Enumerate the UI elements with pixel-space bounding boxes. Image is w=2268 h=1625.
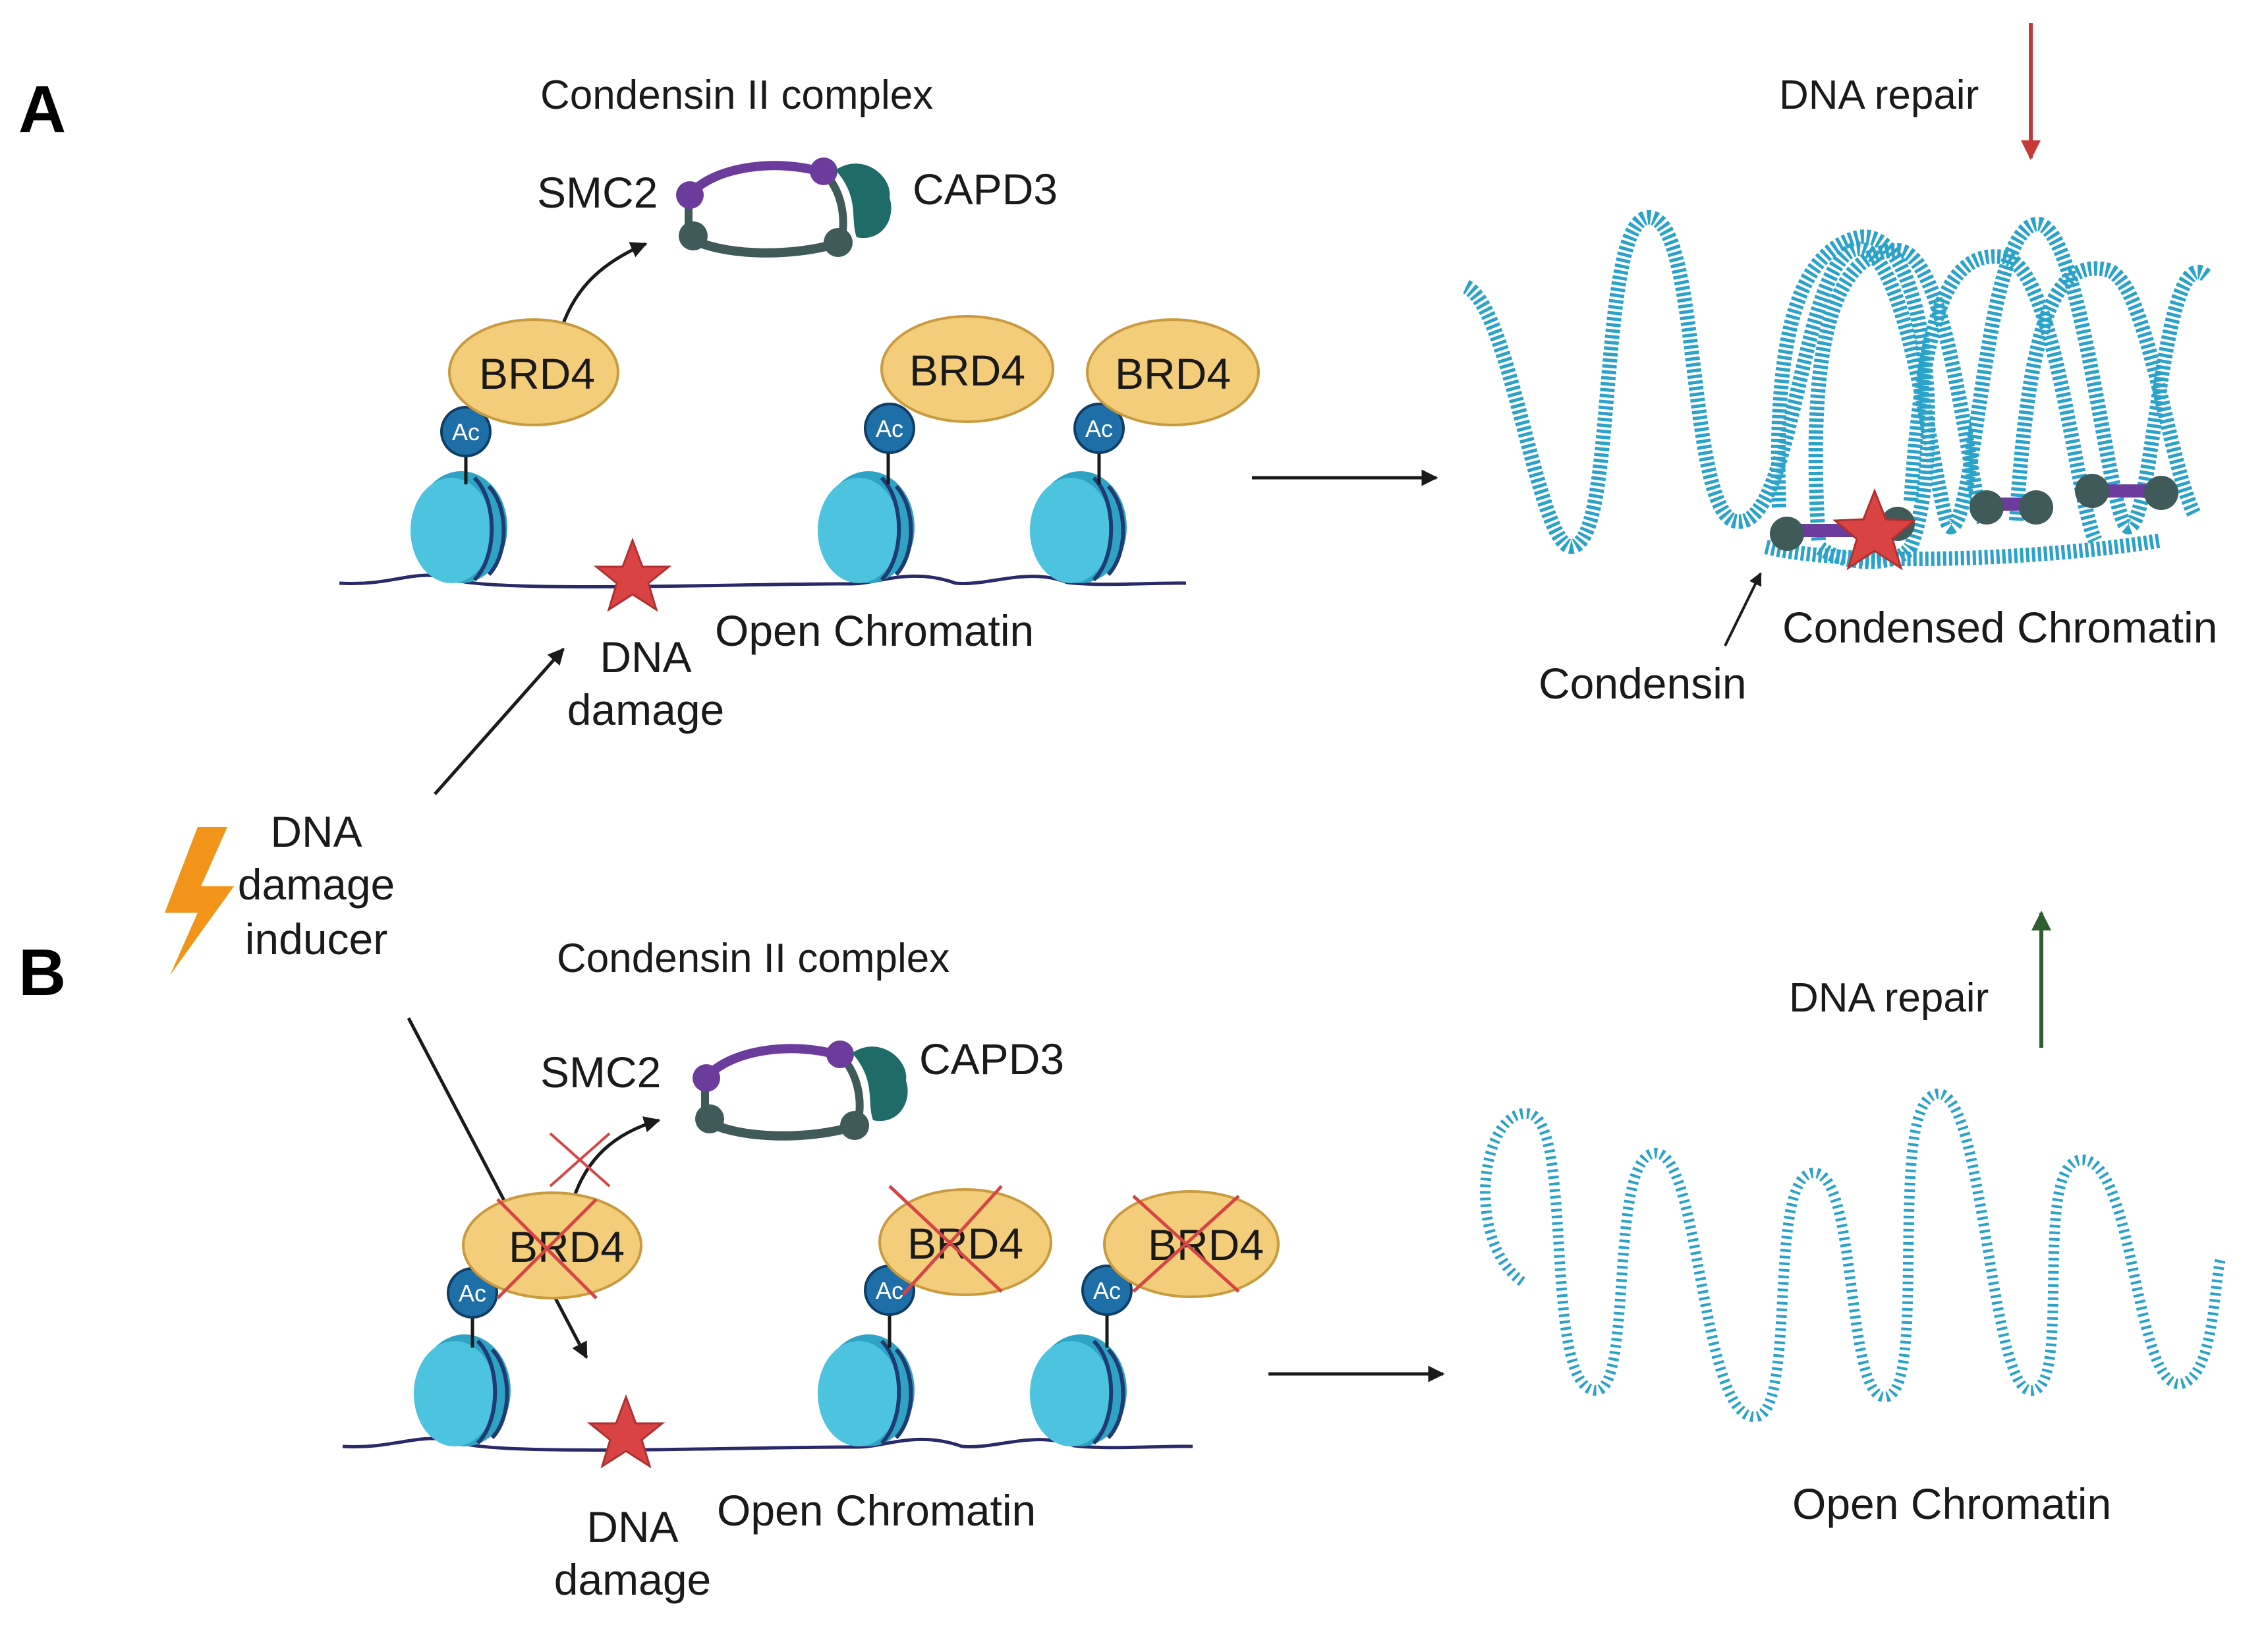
svg-text:BRD4: BRD4 [479, 349, 595, 398]
panel-b: B Condensin II complex SMC2 CAPD3 [18, 911, 2226, 1604]
inducer-line2: damage [238, 860, 395, 909]
damage-inducer: DNA damage inducer [165, 648, 588, 1359]
condensin-ring-lower [686, 233, 842, 258]
svg-text:Ac: Ac [876, 1277, 903, 1304]
inducer-arrow-a [434, 648, 565, 795]
svg-text:BRD4: BRD4 [909, 346, 1025, 395]
dna-damage-star [586, 1394, 666, 1469]
smc2-head [676, 181, 704, 209]
nucleosome-unit: Ac BRD4 [411, 318, 619, 583]
panel-b-dna-damage-line2: damage [554, 1555, 712, 1604]
panel-b-condensin-complex: SMC2 CAPD3 [540, 1035, 1064, 1141]
panel-a-capd3-label: CAPD3 [913, 165, 1058, 214]
brd4-protein [1086, 318, 1260, 426]
acetyl-group [440, 406, 492, 457]
panel-b-dna-damage-line1: DNA [586, 1502, 678, 1551]
panel-a: A Condensin II complex SMC2 CAPD3 [18, 23, 2217, 734]
panel-a-dna-damage-line2: damage [567, 685, 725, 734]
acetyl-group [1073, 403, 1125, 454]
nucleosome-unit: Ac BRD4 [818, 315, 1054, 583]
svg-text:Ac: Ac [876, 415, 903, 442]
panel-a-complex-title: Condensin II complex [540, 72, 933, 118]
panel-b-letter: B [18, 936, 66, 1010]
nucleosome-unit: Ac BRD4 [818, 1185, 1052, 1446]
nucleosome-unit: Ac BRD4 [1030, 318, 1260, 583]
panel-a-condensin-complex: SMC2 CAPD3 [537, 157, 1058, 258]
lightning-bolt-icon [165, 827, 234, 975]
svg-text:Ac: Ac [1093, 1277, 1121, 1304]
panel-b-complex-title: Condensin II complex [557, 936, 950, 981]
dna-damage-star [1832, 488, 1917, 571]
panel-a-condensed-chromatin: Condensed Chromatin [1782, 603, 2217, 652]
brd4-protein [1103, 1190, 1280, 1298]
svg-text:BRD4: BRD4 [1115, 349, 1231, 398]
condensin-pointer-arrow [1724, 572, 1762, 646]
smc2-arm [685, 161, 826, 200]
panel-b-open-chromatin: Open Chromatin [717, 1486, 1036, 1535]
panel-b-capd3-label: CAPD3 [919, 1035, 1064, 1083]
panel-a-smc2-label: SMC2 [537, 168, 658, 217]
open-chromatin-fiber [1480, 1089, 2226, 1422]
condensin-head [824, 228, 853, 257]
acetyl-group [1081, 1265, 1133, 1316]
condensin-ring [2075, 474, 2178, 510]
condensin-head [679, 221, 708, 250]
inducer-arrow-b [407, 1017, 588, 1359]
inducer-line3: inducer [245, 915, 387, 963]
brd4-protein [880, 315, 1054, 423]
svg-text:Ac: Ac [459, 1280, 486, 1307]
brd4-protein [448, 318, 619, 426]
blocked-recruitment-arrow [571, 1116, 661, 1200]
smc2-head [810, 157, 837, 185]
panel-a-dna-repair: DNA repair [1779, 72, 1979, 118]
condensin-ring [1970, 490, 2053, 525]
panel-a-dna-damage-line1: DNA [600, 633, 691, 681]
capd3-subunit [836, 163, 892, 239]
nucleosome-unit: Ac BRD4 [1030, 1190, 1280, 1446]
svg-text:Ac: Ac [1085, 415, 1113, 442]
svg-text:Ac: Ac [452, 418, 480, 445]
recruitment-arrow [558, 242, 648, 333]
capd3-subunit [852, 1046, 908, 1122]
panel-b-smc2-label: SMC2 [540, 1048, 661, 1097]
panel-b-open-chromatin-result: Open Chromatin [1792, 1479, 2111, 1528]
inhibited-x-icon [888, 1185, 1003, 1293]
panel-a-letter: A [18, 72, 66, 146]
inducer-line1: DNA [270, 807, 362, 856]
acetyl-group [864, 403, 915, 454]
nucleosome-unit: Ac BRD4 [414, 1191, 642, 1446]
panel-a-open-chromatin: Open Chromatin [715, 606, 1034, 655]
dna-damage-star [593, 537, 672, 612]
condensed-chromatin [1461, 210, 2213, 571]
panel-b-dna-repair: DNA repair [1789, 975, 1989, 1021]
panel-a-condensin-label: Condensin [1539, 659, 1747, 708]
